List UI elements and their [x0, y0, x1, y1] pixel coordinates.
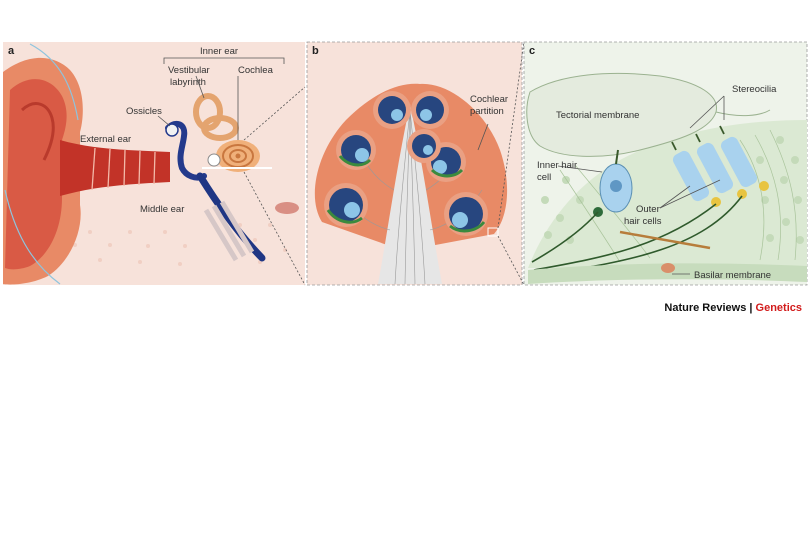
label-inner-hair-line2: cell [537, 172, 551, 183]
eustachian-tube [196, 172, 266, 262]
label-inner-ear: Inner ear [200, 46, 238, 57]
panel-a-leaders [157, 57, 306, 286]
support-cell-outlines [559, 129, 797, 263]
panel-b-letter: b [312, 45, 319, 57]
semicircular-canals [193, 93, 239, 141]
panel-b-leaders [497, 41, 525, 286]
support-cell-nuclei [541, 136, 804, 244]
zoom-box [487, 227, 499, 237]
modiolus [378, 104, 442, 284]
panel-b: b Cochlear partition [306, 41, 525, 286]
canal-rings [91, 147, 156, 191]
credit-journal: Nature Reviews [664, 302, 747, 314]
label-stereocilia: Stereocilia [732, 84, 777, 95]
panel-c-leaders [557, 95, 725, 275]
panel-a-letter: a [8, 45, 15, 57]
turn [336, 130, 376, 170]
partition-leader [477, 123, 489, 151]
label-partition-line1: Cochlear [470, 94, 508, 105]
label-middle-ear: Middle ear [140, 204, 184, 215]
label-outer-hair-line2: hair cells [624, 216, 662, 227]
pinna-inner [5, 79, 67, 270]
panel-c: c Tectorial membrane Stereocilia Inner h… [523, 41, 808, 286]
label-basilar: Basilar membrane [694, 270, 771, 281]
blood-vessel [661, 263, 675, 273]
turn [411, 91, 449, 129]
pillar-cell [619, 230, 711, 250]
turn [407, 129, 441, 163]
label-tectorial: Tectorial membrane [556, 110, 639, 121]
tectorial-membrane [526, 72, 717, 157]
credit-separator: | [749, 302, 753, 314]
label-ossicles: Ossicles [126, 106, 162, 117]
oval-window [207, 153, 221, 167]
muscle-strands [203, 200, 255, 262]
journal-credit: Nature Reviews | Genetics [664, 302, 802, 314]
label-vestibular-line2: labyrinth [170, 77, 206, 88]
outer-hair-cells [671, 125, 769, 207]
label-inner-hair-line1: Inner hair [537, 160, 577, 171]
label-partition-line2: partition [470, 106, 504, 117]
skin-outline [4, 43, 79, 285]
label-outer-hair-line1: Outer [636, 204, 660, 215]
cochlear-turns [324, 91, 488, 236]
label-external-ear: External ear [80, 134, 131, 145]
credit-section: Genetics [755, 302, 802, 314]
nerve-stub [275, 202, 299, 214]
label-cochlea: Cochlea [238, 65, 274, 76]
malleus-head [165, 123, 179, 137]
turn [444, 192, 488, 236]
panel-a: a Inner ear Vestibular labyrinth Cochlea… [3, 42, 306, 286]
basilar-membrane [528, 263, 807, 284]
turn [373, 91, 411, 129]
inner-hair-cell [593, 149, 633, 217]
label-vestibular-line1: Vestibular [168, 65, 210, 76]
panel-c-letter: c [529, 45, 535, 57]
tectorial-tip [715, 109, 771, 117]
ear-canal [60, 140, 170, 196]
turn [324, 183, 368, 227]
ossicles [165, 120, 207, 181]
pinna-fold [20, 102, 55, 161]
cochlea [216, 140, 260, 172]
